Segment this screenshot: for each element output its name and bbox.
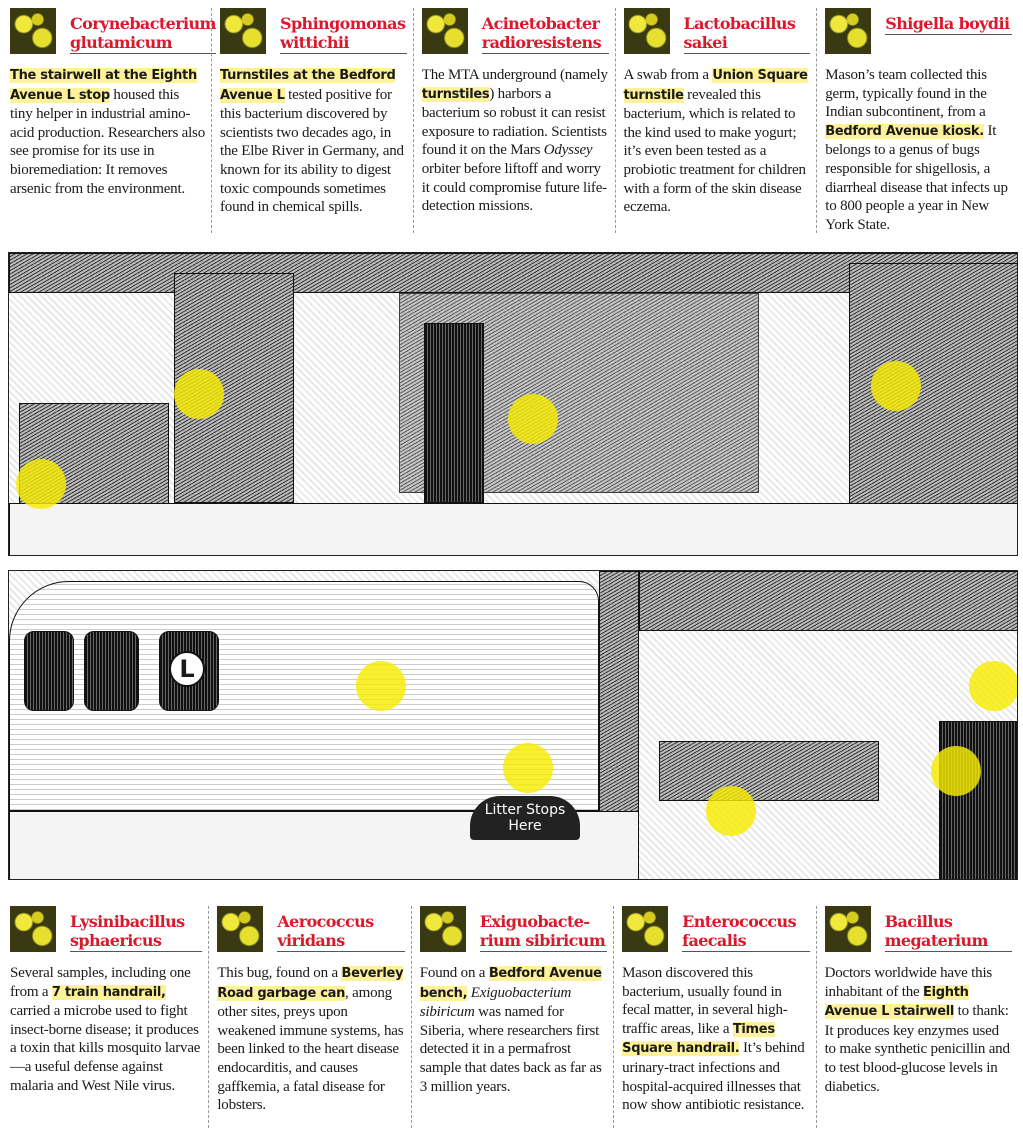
train-window bbox=[24, 631, 74, 711]
sample-marker bbox=[706, 786, 756, 836]
location-highlight: Bedford Avenue kiosk. bbox=[825, 123, 984, 139]
bacterium-name: Acinetobacter radioresistens bbox=[481, 14, 609, 54]
sample-marker bbox=[356, 661, 406, 711]
garbage-can-label: Litter Stops Here bbox=[470, 796, 580, 840]
card-description: Mason’s team collected this germ, typica… bbox=[825, 66, 1012, 234]
bacterium-micrograph bbox=[825, 8, 872, 54]
card-header: Sphingomonas wittichii bbox=[220, 8, 407, 60]
train-line-badge: L bbox=[169, 651, 205, 687]
description-text: ) harbors a bacterium so robust it can r… bbox=[421, 85, 607, 159]
description-text: Mason’s team collected this germ, typica… bbox=[825, 67, 987, 121]
description-text: Doctors worldwide have this inhabitant o… bbox=[824, 965, 993, 1000]
description-text: It belongs to a genus of bugs responsibl… bbox=[825, 122, 1008, 233]
kiosk bbox=[849, 263, 1017, 543]
bacterium-micrograph bbox=[623, 8, 670, 54]
card-description: The MTA underground (namely turnstiles) … bbox=[421, 66, 609, 216]
platform-bench bbox=[659, 741, 879, 801]
bacterium-name: Sphingomonas wittichii bbox=[280, 14, 407, 54]
bacterium-micrograph bbox=[622, 906, 669, 952]
description-text: orbiter before liftoff and worry it coul… bbox=[421, 160, 607, 215]
bacterium-card: Lactobacillus sakei A swab from a Union S… bbox=[614, 8, 817, 233]
card-header: Shigella boydii bbox=[825, 8, 1012, 60]
sample-marker bbox=[508, 394, 558, 444]
card-description: Several samples, including one from a 7 … bbox=[10, 964, 202, 1095]
card-header: Aerococcus viridans bbox=[217, 906, 405, 958]
sample-marker bbox=[16, 459, 66, 509]
bacterium-name: Aerococcus viridans bbox=[277, 912, 405, 952]
location-highlight: 7 train handrail, bbox=[51, 984, 166, 1000]
card-description: A swab from a Union Square turnstile rev… bbox=[623, 66, 811, 217]
bacterium-micrograph bbox=[10, 906, 56, 952]
sample-marker bbox=[969, 661, 1017, 711]
bacterium-name: Lysinibacillus sphaericus bbox=[70, 912, 203, 952]
commuter-figure bbox=[939, 721, 1017, 879]
bacterium-name: Shigella boydii bbox=[885, 14, 1012, 35]
description-text: tested positive for this bacterium disco… bbox=[220, 86, 404, 216]
sample-marker bbox=[871, 361, 921, 411]
description-text: housed this tiny helper in industrial am… bbox=[10, 86, 205, 197]
description-text: Found on a bbox=[419, 965, 489, 981]
illustration-station-turnstiles bbox=[8, 252, 1018, 556]
card-description: Turnstiles at the Bedford Avenue L teste… bbox=[220, 66, 407, 217]
card-description: Mason discovered this bacterium, usually… bbox=[622, 964, 809, 1115]
bacterium-name: Enterococcus faecalis bbox=[682, 912, 810, 952]
description-text: Mason discovered this bacterium, usually… bbox=[622, 965, 788, 1037]
card-description: The stairwell at the Eighth Avenue L sto… bbox=[10, 66, 205, 198]
bacterium-micrograph bbox=[217, 906, 264, 952]
card-header: Corynebacterium glutamicum bbox=[10, 8, 216, 60]
card-header: Bacillus megaterium bbox=[824, 906, 1012, 958]
description-text: Odyssey bbox=[543, 142, 593, 159]
description-text: to thank: It produces key enzymes used t… bbox=[824, 1003, 1010, 1095]
description-text: was named for Siberia, where researchers… bbox=[419, 1004, 602, 1095]
description-text: It’s behind urinary-tract infections and… bbox=[622, 1040, 805, 1114]
description-text: This bug, found on a bbox=[217, 965, 342, 981]
sample-marker bbox=[174, 369, 224, 419]
bacterium-micrograph bbox=[421, 8, 468, 54]
bacterium-micrograph bbox=[824, 906, 871, 952]
description-text: carried a microbe used to fight insect-b… bbox=[10, 1003, 201, 1094]
bacterium-micrograph bbox=[419, 906, 466, 952]
card-header: Lysinibacillus sphaericus bbox=[10, 906, 203, 958]
bacterium-name: Lactobacillus sakei bbox=[683, 14, 811, 54]
card-header: Acinetobacter radioresistens bbox=[421, 8, 609, 60]
location-highlight: turnstiles bbox=[421, 86, 490, 102]
description-text: , among other sites, preys upon weakened… bbox=[217, 984, 404, 1114]
floor bbox=[9, 503, 1017, 555]
sample-marker bbox=[503, 743, 553, 793]
description-text: The MTA underground (namely bbox=[421, 67, 608, 83]
commuter-figure bbox=[424, 323, 484, 503]
bacterium-name: Exiguobacte-rium sibiricum bbox=[479, 912, 608, 952]
platform-roof bbox=[639, 571, 1017, 631]
description-text: Exiguobacterium sibiricum bbox=[419, 984, 572, 1021]
card-description: This bug, found on a Beverley Road garba… bbox=[217, 964, 404, 1115]
description-text: Several samples, including one from a bbox=[10, 965, 191, 1000]
bacterium-name: Corynebacterium glutamicum bbox=[70, 14, 216, 54]
card-header: Exiguobacte-rium sibiricum bbox=[419, 906, 608, 958]
card-header: Lactobacillus sakei bbox=[623, 8, 811, 60]
card-header: Enterococcus faecalis bbox=[622, 906, 810, 958]
sample-marker bbox=[931, 746, 981, 796]
card-description: Doctors worldwide have this inhabitant o… bbox=[824, 964, 1012, 1096]
description-text: A swab from a bbox=[623, 67, 713, 83]
bacterium-micrograph bbox=[220, 8, 266, 54]
train-window bbox=[84, 631, 139, 711]
description-text: revealed this bacterium, which is relate… bbox=[623, 86, 806, 216]
card-description: Found on a Bedford Avenue bench, Exiguob… bbox=[419, 964, 607, 1096]
bacterium-micrograph bbox=[10, 8, 56, 54]
bacterium-name: Bacillus megaterium bbox=[884, 912, 1012, 952]
